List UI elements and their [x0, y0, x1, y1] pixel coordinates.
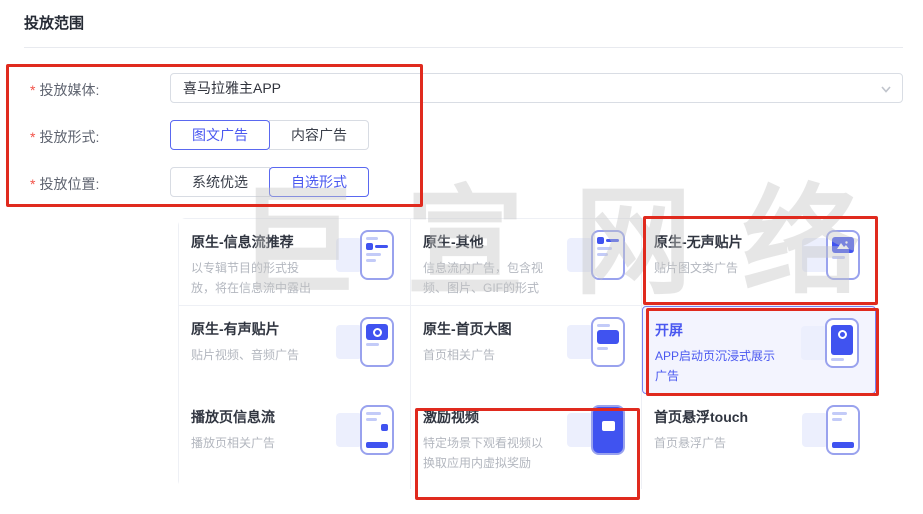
placement-card-title: 播放页信息流	[191, 409, 275, 425]
placement-card[interactable]: 原生-有声贴片 贴片视频、音频广告	[179, 306, 411, 394]
placement-card-description: 特定场景下观看视频以换取应用内虚拟奖励	[423, 436, 544, 470]
phone-frame-icon	[826, 230, 860, 280]
placement-card-description: 播放页相关广告	[191, 436, 276, 450]
phone-frame-icon	[591, 230, 625, 280]
feed-recommend-icon	[336, 230, 394, 280]
feed-other-icon	[567, 230, 625, 280]
placement-card[interactable]: 首页悬浮touch 首页悬浮广告	[642, 394, 876, 489]
placement-card[interactable]: 激励视频 特定场景下观看视频以换取应用内虚拟奖励	[411, 394, 642, 489]
placement-card-title: 首页悬浮touch	[654, 409, 749, 425]
home-banner-icon	[567, 317, 625, 367]
reward-video-icon	[567, 405, 625, 455]
format-option-content-button[interactable]: 内容广告	[269, 120, 369, 150]
icon-backdrop	[802, 413, 828, 447]
placement-card[interactable]: 原生-其他 信息流内广告，包含视频、图片、GIF的形式	[411, 219, 642, 306]
placement-card-description: 首页悬浮广告	[654, 436, 727, 450]
required-mark: *	[30, 129, 36, 145]
float-touch-icon	[802, 405, 860, 455]
placement-card-title: 原生-首页大图	[423, 321, 512, 337]
placement-card[interactable]: 原生-信息流推荐 以专辑节目的形式投放，将在信息流中露出	[179, 219, 411, 306]
splash-screen-icon	[801, 318, 859, 368]
icon-backdrop	[801, 326, 827, 360]
icon-backdrop	[336, 238, 362, 272]
placement-card-description: 信息流内广告，包含视频、图片、GIF的形式	[423, 261, 544, 295]
image-patch-icon	[802, 230, 860, 280]
placement-card-description: APP启动页沉浸式展示广告	[655, 349, 776, 383]
format-button-group: 图文广告 内容广告	[170, 120, 369, 150]
placement-card[interactable]: 开屏 APP启动页沉浸式展示广告	[642, 306, 876, 394]
placement-card-description: 以专辑节目的形式投放，将在信息流中露出	[191, 261, 312, 295]
phone-frame-icon	[591, 405, 625, 455]
media-label: *投放媒体:	[30, 82, 100, 98]
required-mark: *	[30, 176, 36, 192]
placement-card-title: 开屏	[655, 322, 683, 338]
placement-card[interactable]: 播放页信息流 播放页相关广告	[179, 394, 411, 489]
position-label: *投放位置:	[30, 176, 100, 192]
phone-frame-icon	[360, 230, 394, 280]
placement-card-title: 原生-无声贴片	[654, 234, 743, 250]
media-select-value: 喜马拉雅主APP	[183, 80, 282, 96]
phone-frame-icon	[826, 405, 860, 455]
placement-card-title: 原生-有声贴片	[191, 321, 280, 337]
position-option-system-button[interactable]: 系统优选	[170, 167, 270, 197]
icon-backdrop	[567, 238, 593, 272]
placement-card-description: 贴片视频、音频广告	[191, 348, 300, 362]
phone-frame-icon	[360, 405, 394, 455]
format-label: *投放形式:	[30, 129, 100, 145]
icon-backdrop	[567, 325, 593, 359]
player-feed-icon	[336, 405, 394, 455]
placement-card-description: 首页相关广告	[423, 348, 496, 362]
placement-cards-grid: 原生-信息流推荐 以专辑节目的形式投放，将在信息流中露出 原生-其他 信息流内广…	[178, 216, 879, 500]
placement-card-title: 原生-其他	[423, 234, 484, 250]
icon-backdrop	[336, 413, 362, 447]
position-option-custom-button[interactable]: 自选形式	[269, 167, 369, 197]
position-button-group: 系统优选 自选形式	[170, 167, 369, 197]
required-mark: *	[30, 82, 36, 98]
phone-frame-icon	[825, 318, 859, 368]
media-select[interactable]: 喜马拉雅主APP	[170, 73, 903, 103]
icon-backdrop	[336, 325, 362, 359]
audio-patch-icon	[336, 317, 394, 367]
format-option-image-text-button[interactable]: 图文广告	[170, 120, 270, 150]
icon-backdrop	[567, 413, 593, 447]
page-title: 投放范围	[24, 15, 85, 32]
phone-frame-icon	[591, 317, 625, 367]
placement-card[interactable]: 原生-首页大图 首页相关广告	[411, 306, 642, 394]
placement-card[interactable]: 原生-无声贴片 贴片图文类广告	[642, 219, 876, 306]
chevron-down-icon	[880, 82, 892, 98]
section-divider	[24, 47, 903, 48]
placement-card-description: 贴片图文类广告	[654, 261, 739, 275]
placement-card-title: 原生-信息流推荐	[191, 234, 294, 250]
phone-frame-icon	[360, 317, 394, 367]
placement-card-title: 激励视频	[423, 409, 479, 425]
icon-backdrop	[802, 238, 828, 272]
